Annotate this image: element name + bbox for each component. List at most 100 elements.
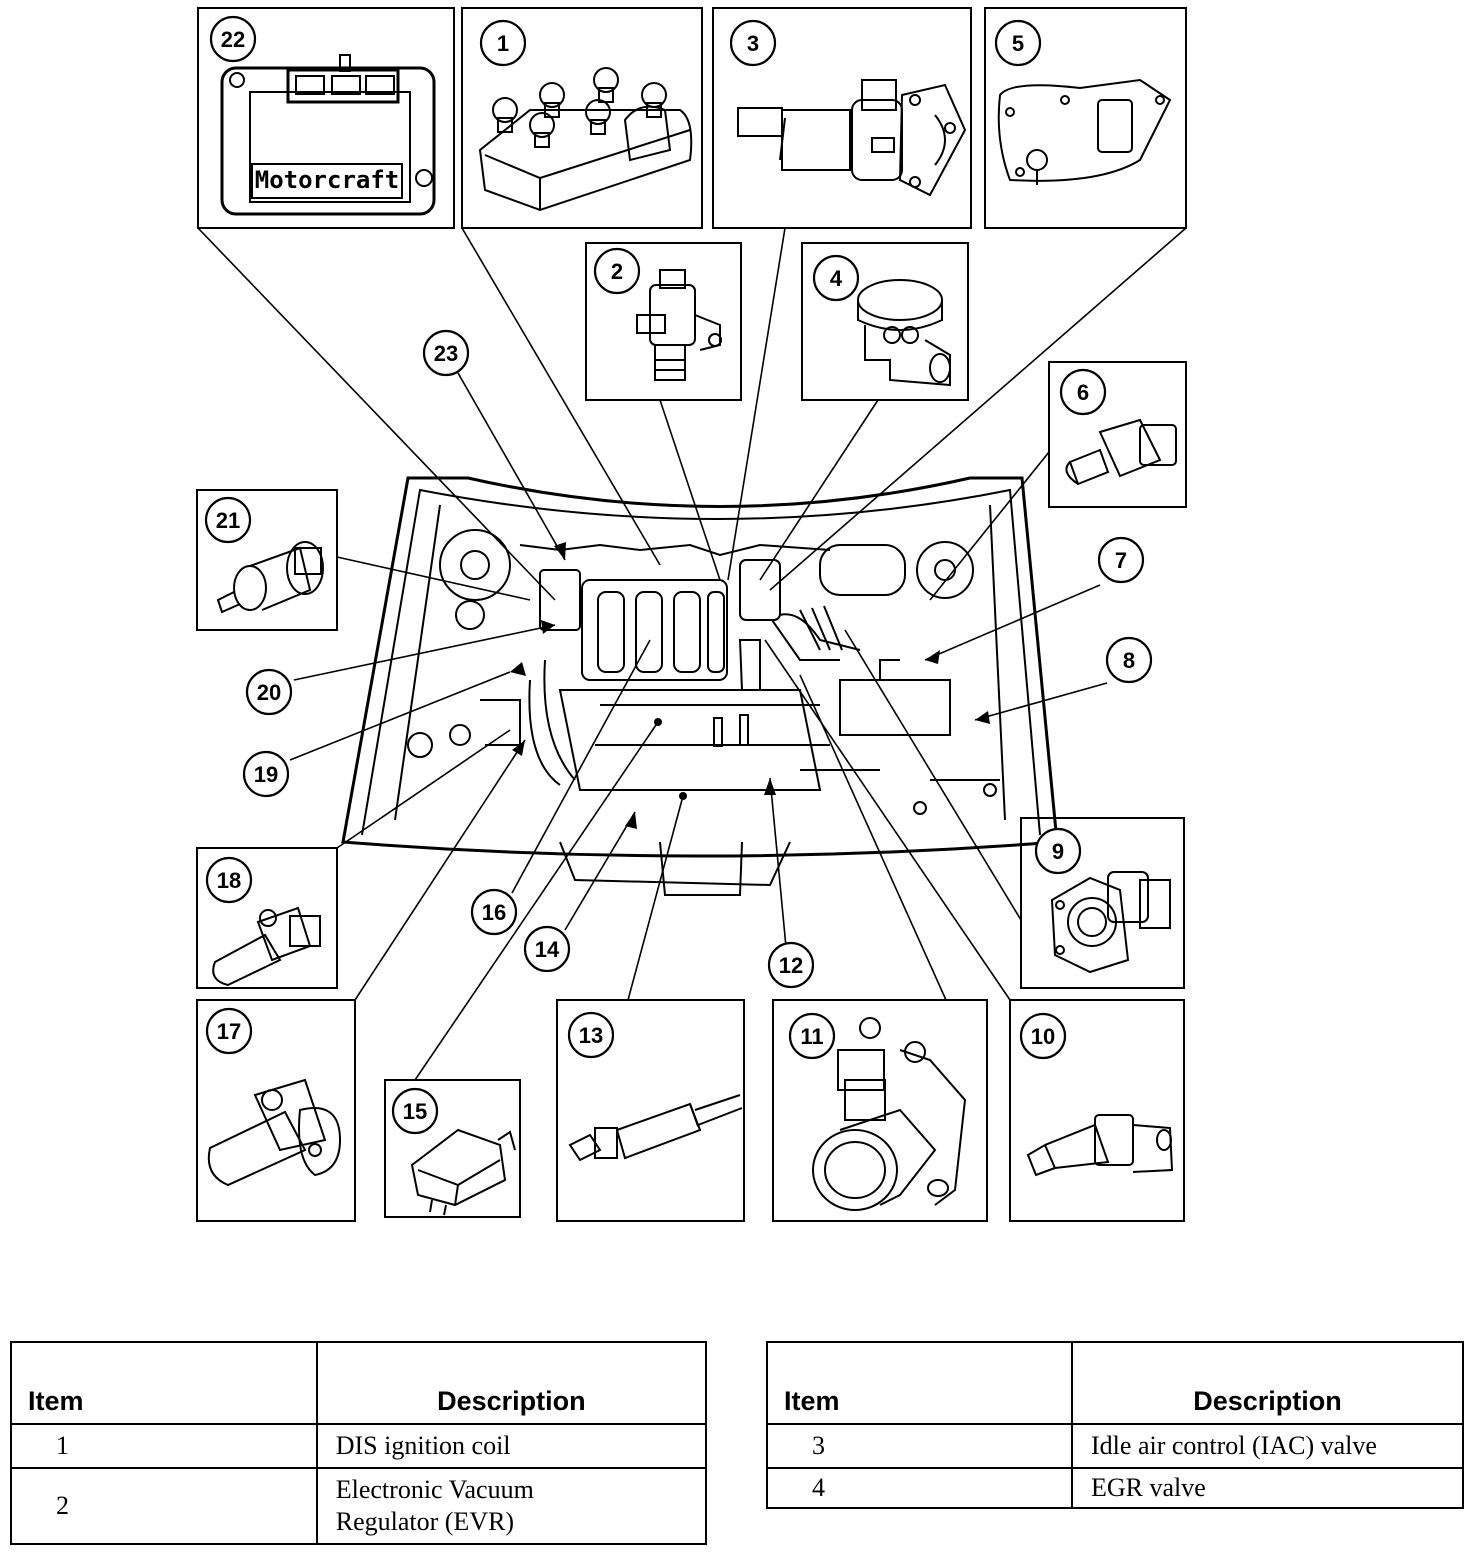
callout-circle: [479, 19, 527, 67]
callout-circle: [1019, 1012, 1067, 1060]
callout-circle: [994, 19, 1042, 67]
callout-number: 20: [257, 680, 281, 705]
engine-bay-drawing: [341, 476, 1059, 896]
callout-15: 15: [391, 1087, 439, 1135]
callout-number: 8: [1123, 648, 1135, 673]
evr-sketch: [636, 269, 722, 381]
callout-circle: [209, 15, 257, 63]
callout-number: 13: [579, 1023, 603, 1048]
callout-number: 11: [800, 1024, 823, 1049]
callout-circle: [470, 888, 518, 936]
item-description: Idle air control (IAC) valve: [1071, 1423, 1464, 1469]
callout-number: 21: [216, 508, 240, 533]
gasket-plate-sketch: [997, 78, 1172, 185]
callout-4: 4: [812, 254, 860, 302]
callout-number: 7: [1115, 548, 1127, 573]
table-row: 3 Idle air control (IAC) valve: [765, 1423, 1464, 1469]
callout-number: 9: [1052, 839, 1064, 864]
callout-circle: [523, 925, 571, 973]
table-row: 4 EGR valve: [765, 1467, 1464, 1509]
sensor-9-sketch: [1050, 871, 1171, 974]
callout-21: 21: [204, 496, 252, 544]
sensor-21-sketch: [216, 541, 324, 614]
table-row: 1 DIS ignition coil: [10, 1423, 708, 1469]
sensor-10-sketch: [1026, 1114, 1174, 1177]
ignition-coil-sketch: [478, 67, 693, 212]
callout-number: 15: [403, 1099, 427, 1124]
callout-number: 18: [217, 868, 241, 893]
callout-number: 1: [497, 31, 509, 56]
callout-circle: [245, 668, 293, 716]
callout-23: 23: [422, 329, 470, 377]
item-description: EGR valve: [1071, 1467, 1464, 1509]
callout-circle: [1034, 827, 1082, 875]
callout-14: 14: [523, 925, 571, 973]
callout-number: 2: [611, 259, 623, 284]
callout-number: 12: [779, 953, 803, 978]
item-number: 4: [765, 1467, 1074, 1509]
callout-6: 6: [1059, 368, 1107, 416]
ecm-module-sketch: [220, 54, 436, 216]
item-description: DIS ignition coil: [315, 1423, 708, 1469]
callout-circle: [788, 1012, 836, 1060]
callout-circle: [729, 19, 777, 67]
callout-10: 10: [1019, 1012, 1067, 1060]
callout-3: 3: [729, 19, 777, 67]
component-boxes: [196, 7, 1187, 1222]
o2-sensor-sketch: [568, 1094, 743, 1162]
callout-number: 10: [1031, 1024, 1055, 1049]
parts-table-right: Item Description 3 Idle air control (IAC…: [765, 1341, 1464, 1509]
callout-16: 16: [470, 888, 518, 936]
callout-19: 19: [242, 750, 290, 798]
description-header: Description: [315, 1341, 708, 1425]
callout-9: 9: [1034, 827, 1082, 875]
table-row: 2 Electronic Vacuum Regulator (EVR): [10, 1467, 708, 1545]
callout-number: 3: [747, 31, 759, 56]
callout-circle: [204, 496, 252, 544]
callout-circle: [567, 1011, 615, 1059]
egr-valve-sketch: [857, 279, 951, 387]
callout-number: 16: [482, 900, 506, 925]
motorcraft-brand-label: Motorcraft: [255, 166, 400, 194]
callout-number: 6: [1077, 380, 1089, 405]
sensor-18-sketch: [212, 906, 321, 987]
sensor-15-sketch: [410, 1128, 516, 1216]
item-header: Item: [10, 1341, 318, 1425]
item-number: 1: [10, 1423, 318, 1469]
callout-circle: [1059, 368, 1107, 416]
iac-valve-sketch: [737, 79, 967, 197]
callout-2: 2: [593, 247, 641, 295]
callout-18: 18: [205, 856, 253, 904]
callout-7: 7: [1097, 536, 1145, 584]
callout-17: 17: [205, 1007, 253, 1055]
callout-number: 19: [254, 762, 278, 787]
callout-circle: [391, 1087, 439, 1135]
callout-number: 4: [830, 266, 843, 291]
callout-circle: [593, 247, 641, 295]
item-number: 2: [10, 1467, 318, 1545]
parts-table-left: Item Description 1 DIS ignition coil 2 E…: [10, 1341, 708, 1545]
callout-5: 5: [994, 19, 1042, 67]
callout-1: 1: [479, 19, 527, 67]
callout-11: 11: [788, 1012, 836, 1060]
callout-circle: [812, 254, 860, 302]
callout-12: 12: [767, 941, 815, 989]
description-header: Description: [1071, 1341, 1464, 1425]
callout-number: 5: [1012, 31, 1024, 56]
callout-number: 23: [434, 341, 458, 366]
callout-13: 13: [567, 1011, 615, 1059]
callout-circle: [1105, 636, 1153, 684]
arrowheads: [510, 542, 990, 829]
leader-lines: [197, 227, 1187, 1081]
item-number: 3: [765, 1423, 1074, 1469]
sensor-17-sketch: [207, 1078, 342, 1187]
callout-number: 17: [217, 1019, 241, 1044]
callout-number: 14: [535, 937, 560, 962]
callout-number: 22: [221, 27, 245, 52]
callout-circle: [205, 856, 253, 904]
item-header: Item: [765, 1341, 1074, 1425]
callout-8: 8: [1105, 636, 1153, 684]
callout-22: 22: [209, 15, 257, 63]
sensor-6-sketch: [1065, 418, 1177, 486]
callout-circle: [1097, 536, 1145, 584]
